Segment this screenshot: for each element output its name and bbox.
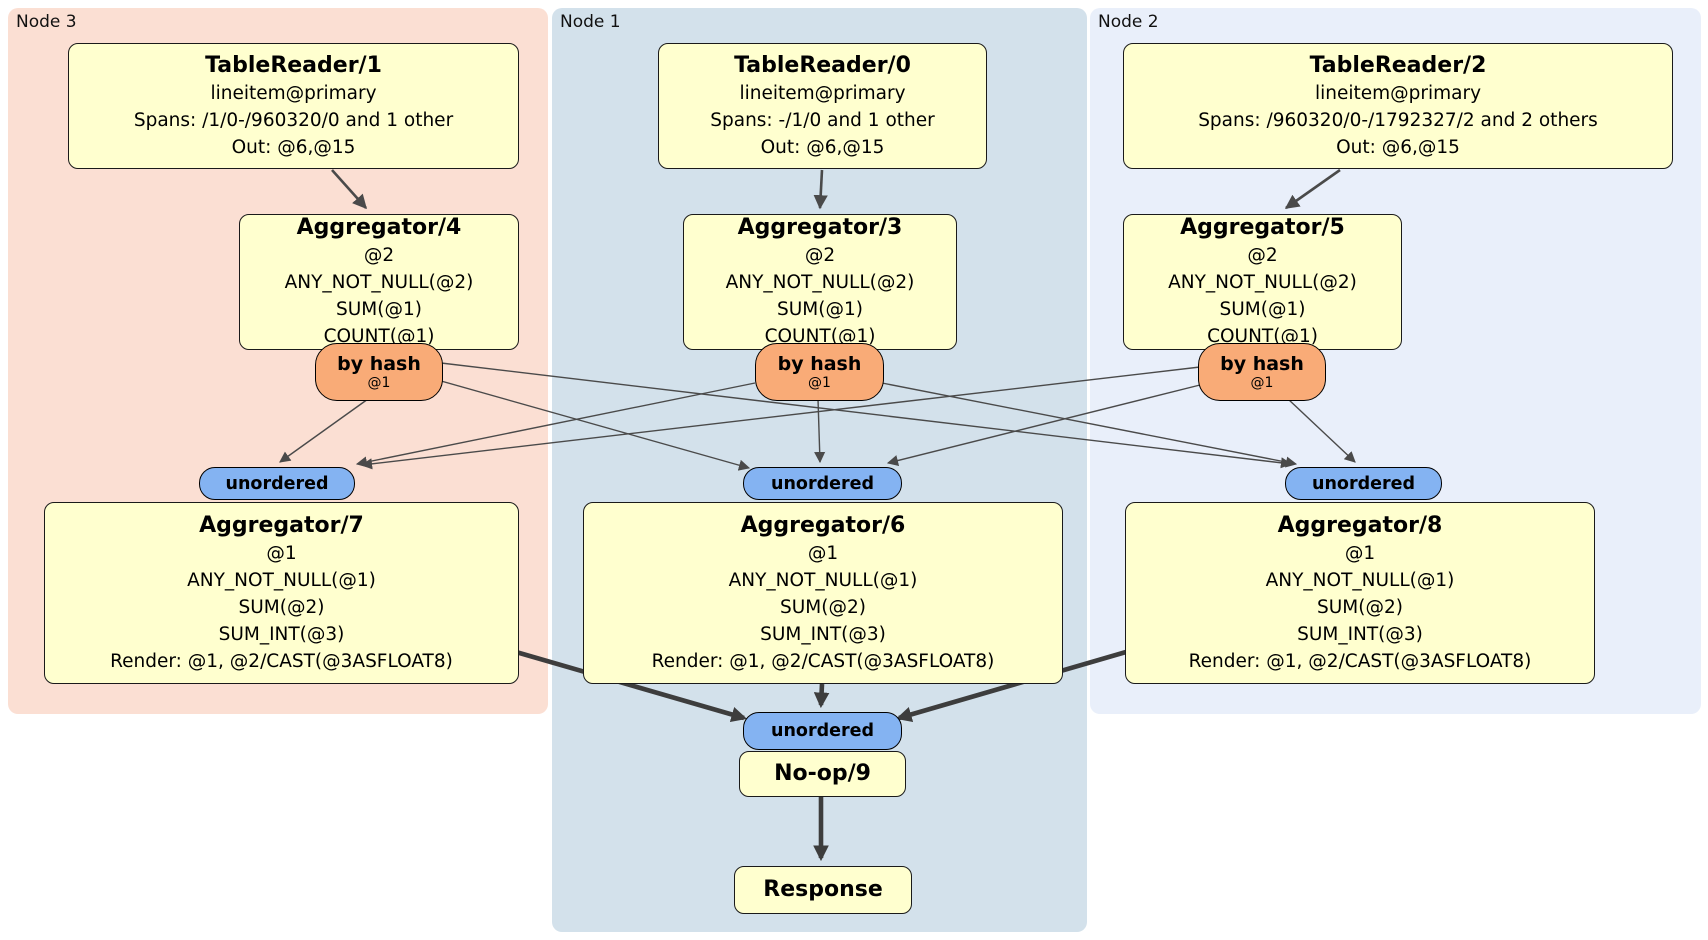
processor-detail: Spans: /1/0-/960320/0 and 1 other <box>133 109 454 131</box>
router-label: by hash <box>337 353 421 375</box>
processor-title: Aggregator/4 <box>296 215 462 240</box>
processor-title: TableReader/1 <box>205 52 382 78</box>
processor-detail: @1 <box>1344 542 1376 564</box>
processor-detail: Spans: -/1/0 and 1 other <box>710 109 935 131</box>
processor-detail: lineitem@primary <box>210 82 377 104</box>
processor-detail: @1 <box>807 542 839 564</box>
stream-unordered-node1: unordered <box>743 467 902 500</box>
processor-detail: ANY_NOT_NULL(@2) <box>725 272 915 293</box>
region-label-node3: Node 3 <box>16 12 77 32</box>
processor-detail: SUM(@2) <box>238 596 325 618</box>
processor-detail: @2 <box>363 245 395 266</box>
processor-title: Response <box>763 877 883 902</box>
processor-detail: ANY_NOT_NULL(@2) <box>1168 272 1357 293</box>
processor-detail: COUNT(@1) <box>764 326 876 347</box>
processor-tablereader-0: TableReader/0 lineitem@primary Spans: -/… <box>658 43 987 169</box>
processor-detail: SUM_INT(@3) <box>1297 623 1423 645</box>
stream-label: unordered <box>225 473 329 494</box>
processor-detail: SUM(@2) <box>1317 596 1403 618</box>
processor-title: No-op/9 <box>774 761 871 786</box>
processor-aggregator-8: Aggregator/8 @1 ANY_NOT_NULL(@1) SUM(@2)… <box>1125 502 1595 684</box>
router-by-hash-node3: by hash @1 <box>315 343 443 401</box>
processor-detail: Render: @1, @2/CAST(@3ASFLOAT8) <box>651 650 995 672</box>
stream-label: unordered <box>771 473 874 494</box>
processor-tablereader-1: TableReader/1 lineitem@primary Spans: /1… <box>68 43 519 169</box>
processor-detail: Spans: /960320/0-/1792327/2 and 2 others <box>1198 109 1598 131</box>
processor-title: Aggregator/3 <box>737 215 903 240</box>
processor-detail: ANY_NOT_NULL(@1) <box>728 569 918 591</box>
processor-title: Aggregator/6 <box>740 512 906 538</box>
processor-title: TableReader/0 <box>734 52 911 78</box>
stream-label: unordered <box>1312 473 1415 494</box>
processor-detail: Render: @1, @2/CAST(@3ASFLOAT8) <box>110 650 453 672</box>
processor-detail: Out: @6,@15 <box>231 136 356 158</box>
processor-detail: @2 <box>804 245 836 266</box>
processor-detail: SUM_INT(@3) <box>760 623 886 645</box>
processor-aggregator-6: Aggregator/6 @1 ANY_NOT_NULL(@1) SUM(@2)… <box>583 502 1063 684</box>
router-by-hash-node1: by hash @1 <box>755 343 884 401</box>
router-key: @1 <box>1250 375 1274 391</box>
processor-title: Aggregator/8 <box>1277 512 1443 538</box>
processor-aggregator-7: Aggregator/7 @1 ANY_NOT_NULL(@1) SUM(@2)… <box>44 502 519 684</box>
router-key: @1 <box>808 375 831 391</box>
router-by-hash-node2: by hash @1 <box>1198 343 1326 401</box>
region-label-node1: Node 1 <box>560 12 621 32</box>
stream-unordered-node2: unordered <box>1285 467 1442 500</box>
processor-detail: ANY_NOT_NULL(@1) <box>187 569 376 591</box>
processor-detail: COUNT(@1) <box>323 326 435 347</box>
processor-detail: lineitem@primary <box>739 82 906 104</box>
router-label: by hash <box>1220 353 1304 375</box>
processor-detail: SUM(@1) <box>1219 299 1306 320</box>
stream-unordered-node3: unordered <box>199 467 355 500</box>
processor-detail: SUM_INT(@3) <box>218 623 345 645</box>
processor-detail: ANY_NOT_NULL(@1) <box>1265 569 1455 591</box>
processor-detail: lineitem@primary <box>1314 82 1482 104</box>
region-label-node2: Node 2 <box>1098 12 1159 32</box>
stream-label: unordered <box>771 721 874 741</box>
processor-detail: SUM(@1) <box>336 299 422 320</box>
processor-detail: COUNT(@1) <box>1207 326 1318 347</box>
processor-tablereader-2: TableReader/2 lineitem@primary Spans: /9… <box>1123 43 1673 169</box>
processor-aggregator-5: Aggregator/5 @2 ANY_NOT_NULL(@2) SUM(@1)… <box>1123 214 1402 350</box>
router-key: @1 <box>367 375 391 391</box>
processor-aggregator-4: Aggregator/4 @2 ANY_NOT_NULL(@2) SUM(@1)… <box>239 214 519 350</box>
processor-detail: SUM(@2) <box>780 596 866 618</box>
stream-unordered-final: unordered <box>743 712 902 750</box>
processor-title: Aggregator/7 <box>199 512 364 538</box>
processor-title: Aggregator/5 <box>1180 215 1345 240</box>
processor-detail: ANY_NOT_NULL(@2) <box>284 272 474 293</box>
processor-title: TableReader/2 <box>1309 52 1487 78</box>
router-label: by hash <box>777 353 862 375</box>
processor-noop-9: No-op/9 <box>739 751 906 797</box>
processor-response: Response <box>734 866 912 914</box>
processor-detail: Render: @1, @2/CAST(@3ASFLOAT8) <box>1188 650 1532 672</box>
processor-detail: Out: @6,@15 <box>760 136 885 158</box>
processor-aggregator-3: Aggregator/3 @2 ANY_NOT_NULL(@2) SUM(@1)… <box>683 214 957 350</box>
processor-detail: @2 <box>1247 245 1278 266</box>
processor-detail: @1 <box>266 542 297 564</box>
processor-detail: SUM(@1) <box>777 299 863 320</box>
processor-detail: Out: @6,@15 <box>1336 136 1460 158</box>
